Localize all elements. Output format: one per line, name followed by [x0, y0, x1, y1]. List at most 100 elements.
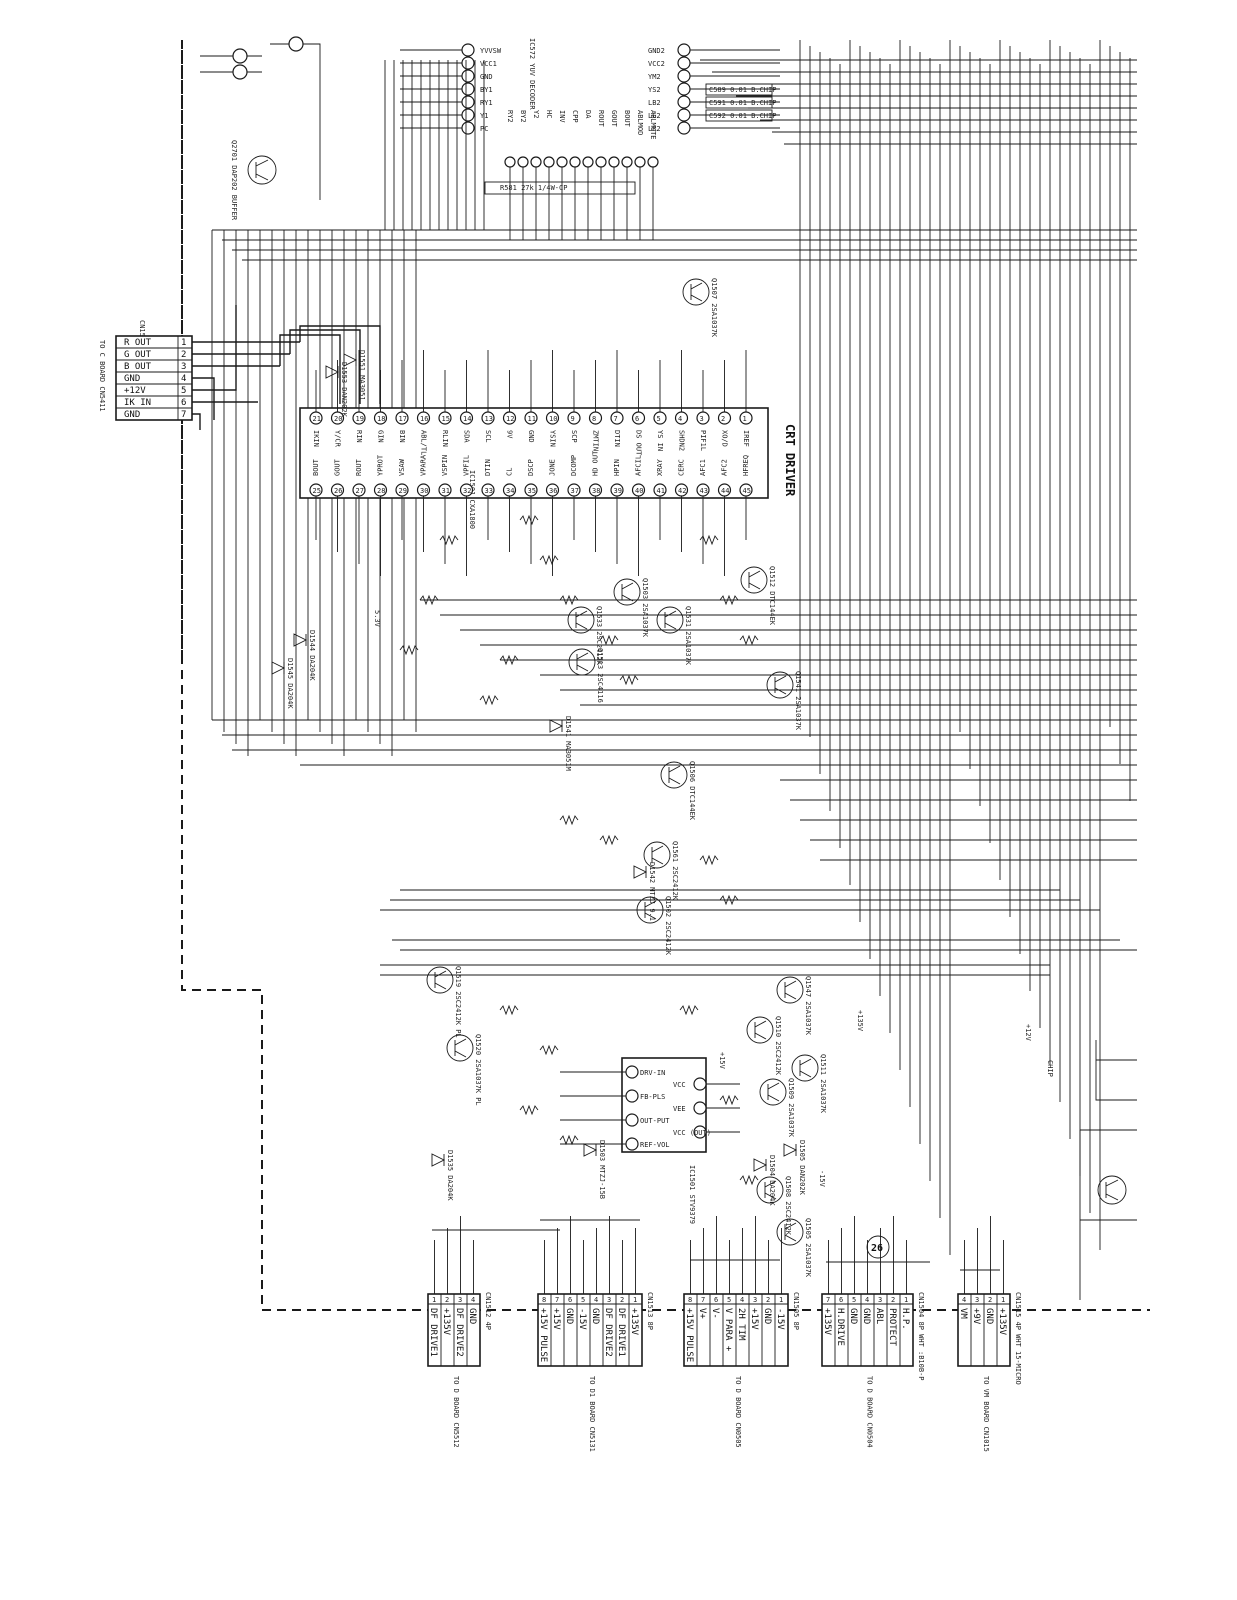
crt-driver-pin-number: 44: [721, 487, 729, 495]
crt-driver-pin-number: 32: [463, 487, 471, 495]
crt-driver-pin-number: 12: [506, 415, 514, 423]
right-connector-pin-label: LR2: [648, 125, 661, 133]
cn1511-pin-number: 1: [181, 338, 186, 348]
transistor-icon: [660, 761, 688, 789]
crt-driver-bottom-pin-label: HD OUT: [592, 450, 600, 476]
transistor-icon: [759, 1078, 787, 1106]
crt-driver-top-pin-label: DTIN: [613, 430, 621, 447]
crt-driver-bottom-pin-label: VPARA: [420, 454, 428, 476]
cn1511-pin-number: 6: [181, 398, 186, 408]
bottom-connector-pin-label: +135V: [997, 1308, 1007, 1336]
decoder-pin-label: BY2: [519, 110, 527, 123]
top-connector-pin: [461, 56, 475, 70]
diode-label: D1542 MTZJ 9.1: [648, 862, 656, 921]
crt-driver-top-pin-label: RLIN: [441, 430, 449, 447]
diode-icon: [549, 719, 564, 733]
bottom-connector-pin-label: DF DRIVE1: [616, 1308, 626, 1357]
horizontal-bus-wires: [212, 59, 1137, 976]
crt-driver-pin-number: 45: [743, 487, 751, 495]
crt-driver-top-pin-label: PIF1L: [699, 430, 707, 451]
vdrive-ic-pin-label: VEE: [673, 1105, 686, 1113]
cn1511-pin-label: IK IN: [124, 398, 151, 408]
right-connector-pin-label: VCC2: [648, 60, 665, 68]
crt-driver-pin-number: 33: [485, 487, 493, 495]
top-connector-pin: [461, 43, 475, 57]
crt-driver-top-pin-label: BIN: [398, 430, 406, 443]
crt-driver-pin-number: 19: [356, 415, 364, 423]
transistor-icon: [776, 976, 804, 1004]
transistor-icon: [740, 566, 768, 594]
cn1511-pin-label: B OUT: [124, 362, 152, 372]
vdrive-ic-pin: [625, 1065, 639, 1079]
crt-driver-pin-number: 40: [635, 487, 643, 495]
bottom-connector-pin-label: H.DRIVE: [835, 1308, 845, 1346]
capacitor-label: C589 0.01 B:CHIP: [709, 86, 776, 94]
right-connector-pin: [677, 82, 691, 96]
voltage-label: CHIP: [1046, 1060, 1054, 1077]
vdrive-ic-pin-label: REF-VOL: [640, 1141, 670, 1149]
transistor-icon: [446, 1034, 474, 1062]
bottom-connector-pin-number: 4: [471, 1296, 475, 1304]
top-connector-pin: [461, 121, 475, 135]
transistor-label: Q1519 2SC2412K PL: [454, 966, 462, 1038]
voltage-label: 5.3V: [373, 610, 381, 628]
diode-icon: [633, 865, 648, 879]
bottom-connector-destination: TO D1 BOARD CN5131: [588, 1376, 596, 1452]
crt-driver-title: CRT DRIVER: [783, 424, 797, 497]
crt-driver-bottom-pin-label: AFC2: [721, 459, 729, 476]
bottom-connector-pin-number: 1: [432, 1296, 436, 1304]
bottom-connector-pin-number: 2: [988, 1296, 992, 1304]
bottom-connector-pin-number: 3: [753, 1296, 757, 1304]
diode-label: D1545 DA204K: [286, 658, 294, 709]
bottom-connector-destination: TO D BOARD CN0505: [734, 1376, 742, 1448]
cn1511-pin-number: 2: [181, 350, 186, 360]
bottom-connector-pin-label: V+: [697, 1308, 707, 1319]
crt-driver-top-pin-label: SCL: [484, 430, 492, 443]
crt-driver-top-pin-label: IREF: [742, 430, 750, 447]
transistor-label: Q1513 2SC4116: [596, 648, 604, 703]
bottom-connector-pin-number: 2: [891, 1296, 895, 1304]
diode-label: D1544 DA204K: [308, 630, 316, 681]
decoder-pin-label: DA: [584, 110, 592, 119]
bottom-connector-pin-number: 4: [740, 1296, 744, 1304]
decoder-pin-label: ABLMOD: [636, 110, 644, 135]
cn1511-pin-label: +12V: [124, 386, 146, 396]
decoder-pin: [595, 156, 607, 168]
transistor-icon: [766, 671, 794, 699]
crt-driver-top-pin-label: XO/D: [721, 430, 729, 447]
right-connector-pin: [677, 56, 691, 70]
capacitor-label: C591 0.01 B:CHIP: [709, 99, 776, 107]
right-connector-pin: [677, 69, 691, 83]
diode-icon: [431, 1153, 446, 1167]
bottom-connector-pin-label: GND: [564, 1308, 574, 1324]
crt-driver-bottom-pin-label: AFCIL: [635, 455, 643, 476]
crt-driver-bottom-pin-label: GOUT: [334, 458, 342, 476]
crt-driver-pin-number: 9: [571, 415, 575, 423]
bottom-connector-pin-number: 2: [766, 1296, 770, 1304]
vdrive-ic-pin: [693, 1077, 707, 1091]
crt-driver-bottom-pin-label: CL: [506, 468, 514, 476]
crt-driver-bottom-pin-label: VPFIL: [463, 455, 471, 476]
bottom-connector-pin-label: DF DRIVE2: [454, 1308, 464, 1357]
crt-driver-pin-number: 43: [700, 487, 708, 495]
right-connector-pin: [677, 95, 691, 109]
right-connector-pin-label: LB2: [648, 99, 661, 107]
bottom-connector-destination: TO D BOARD CN0504: [866, 1376, 874, 1448]
bottom-connector-pin-label: +135V: [441, 1308, 451, 1336]
bottom-connector-pin-label: -15V: [577, 1308, 587, 1330]
decoder-pin: [517, 156, 529, 168]
decoder-pin-label: ABLMUTE: [649, 110, 657, 140]
transistor-label: Q1547 2SA1037K: [804, 976, 812, 1036]
vdrive-ic-pin: [625, 1089, 639, 1103]
crt-driver-pin-number: 6: [635, 415, 639, 423]
transistor-label: Q1533 2SC2412K: [595, 606, 603, 666]
bottom-connector-pin-label: GND: [762, 1308, 772, 1324]
bottom-connector-pin-label: +15V PULSE: [538, 1308, 548, 1362]
diode-label: D1541 MA3051M: [564, 716, 572, 771]
transistor-label: Q1531 2SA1037K: [684, 606, 692, 666]
bottom-connector-pin-number: 3: [607, 1296, 611, 1304]
